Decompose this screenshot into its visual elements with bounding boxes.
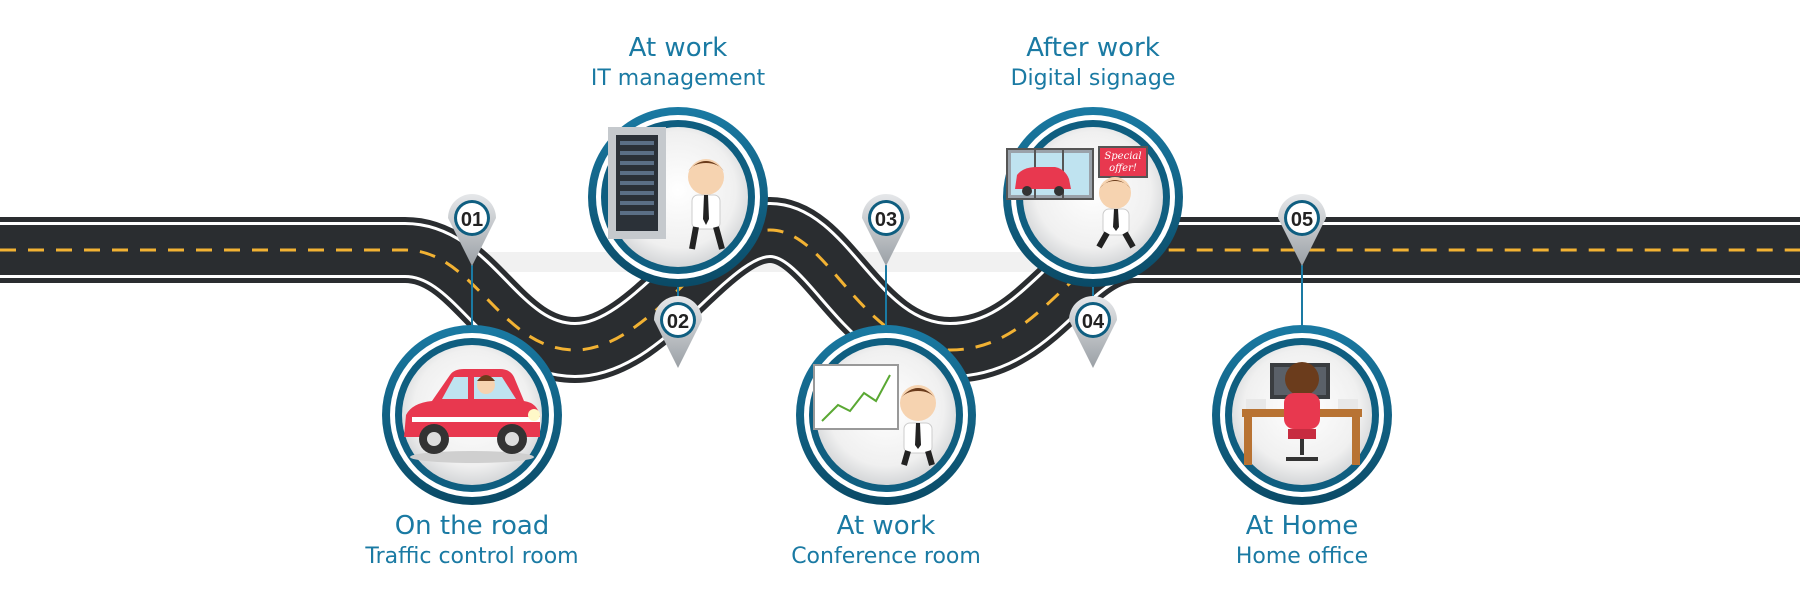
stop-pin-02: 02 xyxy=(654,296,702,368)
caption-01: On the road Traffic control room xyxy=(322,510,622,572)
presentation-chart-icon xyxy=(813,364,936,466)
caption-subtitle-05: Home office xyxy=(1235,544,1369,569)
stop-number-04: 04 xyxy=(1082,311,1105,333)
signage-line2: offer! xyxy=(1109,163,1137,174)
caption-subtitle-01: Traffic control room xyxy=(365,544,579,569)
caption-title-04: After work xyxy=(1026,33,1160,63)
caption-02: At work IT management xyxy=(528,32,828,94)
stop-number-01: 01 xyxy=(461,209,483,231)
caption-05: At Home Home office xyxy=(1152,510,1452,572)
signage-line1: Special xyxy=(1104,151,1141,162)
stop-number-05: 05 xyxy=(1291,209,1313,231)
caption-title-03: At work xyxy=(836,511,936,541)
caption-03: At work Conference room xyxy=(736,510,1036,572)
caption-title-01: On the road xyxy=(394,511,550,541)
home-desk-icon xyxy=(1242,362,1362,465)
stop-circle-03 xyxy=(796,325,976,505)
caption-04: After work Digital signage xyxy=(943,32,1243,94)
stop-number-02: 02 xyxy=(667,311,689,333)
stop-circle-04: Special offer! xyxy=(1003,107,1183,287)
stop-pin-01: 01 xyxy=(448,194,496,266)
caption-subtitle-03: Conference room xyxy=(791,544,981,569)
server-rack-icon xyxy=(608,127,725,250)
stop-number-03: 03 xyxy=(875,209,897,231)
stop-circle-02 xyxy=(588,107,768,287)
stop-pin-04: 04 xyxy=(1069,296,1117,368)
caption-title-05: At Home xyxy=(1245,511,1359,541)
caption-subtitle-04: Digital signage xyxy=(1010,66,1176,91)
caption-title-02: At work xyxy=(628,33,728,63)
digital-signage-icon: Special offer! xyxy=(1006,146,1148,249)
car-icon xyxy=(404,369,540,463)
road-center-dashes xyxy=(0,228,1800,352)
stop-circle-05 xyxy=(1212,325,1392,505)
stop-circle-01 xyxy=(382,325,562,505)
stop-pin-03: 03 xyxy=(862,194,910,266)
caption-subtitle-02: IT management xyxy=(590,66,766,91)
stop-pin-05: 05 xyxy=(1278,194,1326,266)
